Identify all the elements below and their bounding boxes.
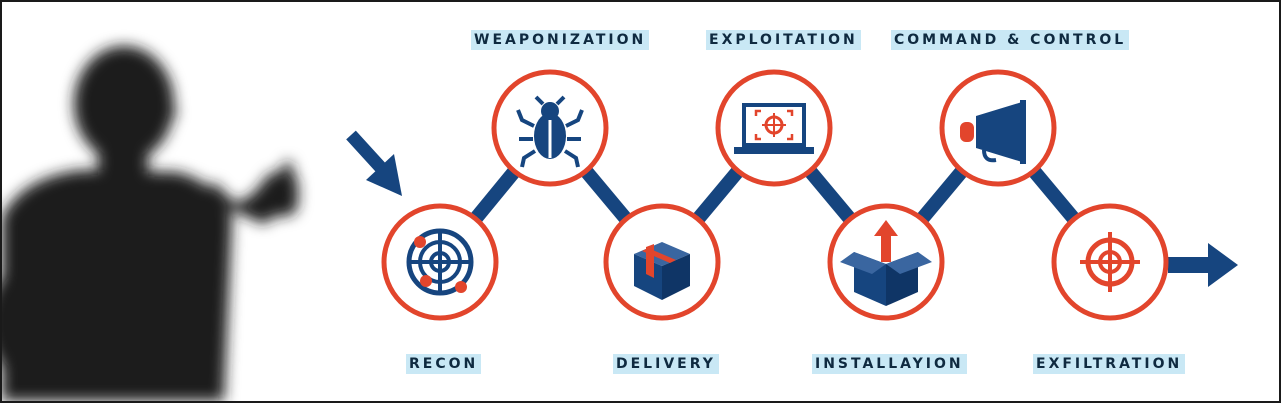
person-silhouette [2, 46, 298, 401]
bug-icon [516, 95, 584, 168]
entry-arrow-icon [346, 130, 402, 196]
package-icon [634, 242, 690, 300]
stage-label-command-control: COMMAND & CONTROL [891, 30, 1130, 50]
crosshair-icon [1080, 232, 1140, 292]
radar-icon [406, 228, 474, 296]
box-upload-icon [840, 220, 932, 306]
stage-label-installation: INSTALLAYION [812, 354, 967, 374]
exit-arrow-icon [1168, 243, 1238, 287]
stage-label-weaponization: WEAPONIZATION [471, 30, 650, 50]
stage-label-delivery: DELIVERY [613, 354, 719, 374]
stage-label-exfiltration: EXFILTRATION [1033, 354, 1186, 374]
stage-label-recon: RECON [406, 354, 482, 374]
laptop-target-icon [734, 103, 814, 154]
stage-label-exploitation: EXPLOITATION [706, 30, 861, 50]
megaphone-icon [960, 100, 1026, 164]
